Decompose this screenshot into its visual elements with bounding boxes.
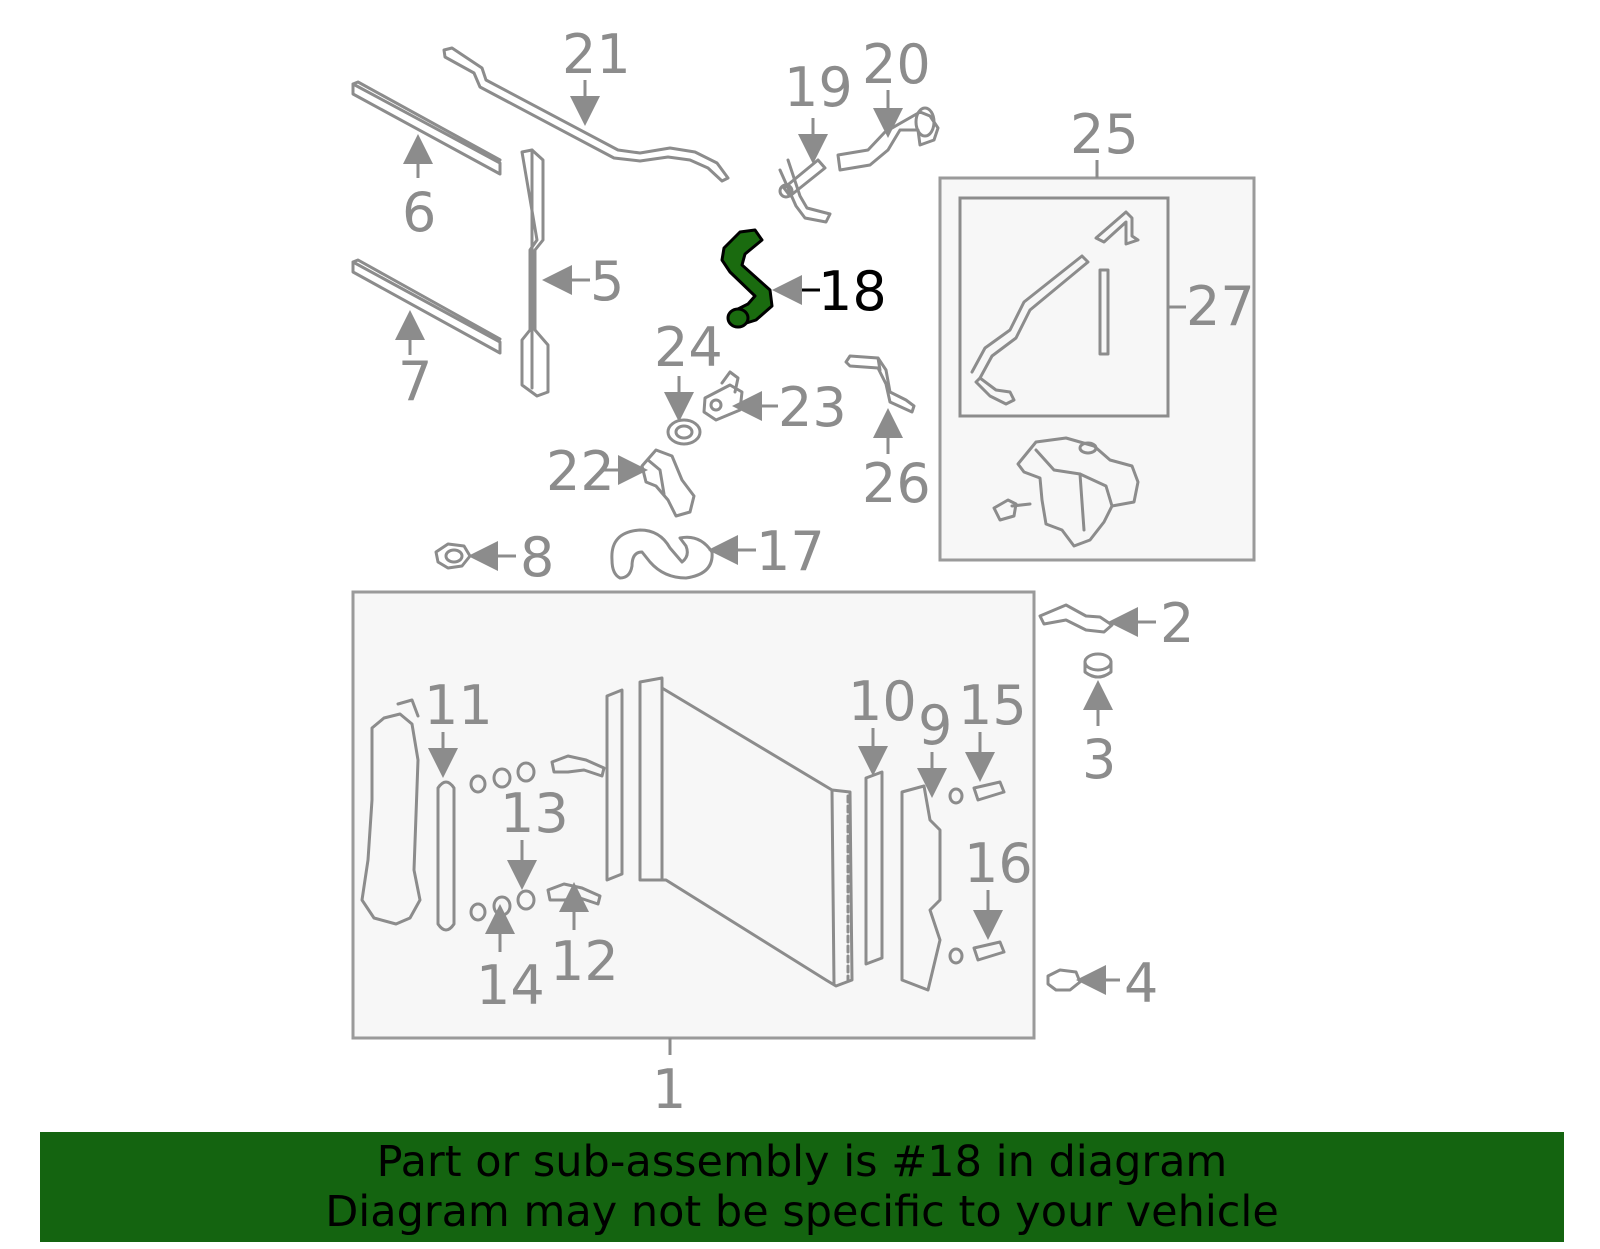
- callout-labels: 21 19 20 25 6 5 18 27 7 24 23 22 26 8 17…: [398, 23, 1255, 1121]
- part-22-housing[interactable]: [640, 448, 696, 518]
- part-23-thermostat[interactable]: [702, 370, 744, 422]
- callout-23: 23: [778, 376, 847, 439]
- callout-18: 18: [818, 260, 887, 323]
- part-7-seal[interactable]: [351, 258, 502, 355]
- part-17-hose[interactable]: [610, 528, 714, 580]
- part-19-fitting[interactable]: [778, 158, 832, 224]
- callout-25: 25: [1070, 103, 1139, 166]
- callout-2: 2: [1160, 592, 1194, 655]
- callout-4: 4: [1124, 952, 1158, 1015]
- callout-17: 17: [756, 520, 825, 583]
- part-16-fitting[interactable]: [948, 940, 1006, 965]
- radiator-assembly-box: [351, 590, 1036, 1040]
- part-5-side-seal[interactable]: [520, 148, 550, 398]
- part-15-fitting[interactable]: [948, 780, 1006, 805]
- callout-3: 3: [1082, 728, 1116, 791]
- part-18-hose-highlight[interactable]: [720, 228, 774, 329]
- part-26-bracket[interactable]: [844, 354, 916, 414]
- callout-5: 5: [590, 250, 624, 313]
- leader-arrows: [395, 80, 1156, 995]
- radiator-seal-left[interactable]: [605, 688, 624, 882]
- part-4-cap[interactable]: [1046, 968, 1082, 992]
- reservoir-tank[interactable]: [992, 436, 1140, 548]
- part-11-tank[interactable]: [360, 698, 456, 932]
- callout-12: 12: [550, 930, 619, 993]
- reservoir-hose[interactable]: [970, 210, 1140, 406]
- part-2-bracket[interactable]: [1038, 603, 1114, 634]
- part-3-cushion[interactable]: [1083, 652, 1113, 679]
- callout-1: 1: [652, 1058, 686, 1121]
- callout-19: 19: [784, 56, 853, 119]
- callout-16: 16: [964, 832, 1033, 895]
- part-9-tank[interactable]: [900, 784, 942, 992]
- callout-14: 14: [476, 954, 545, 1017]
- callout-20: 20: [862, 33, 931, 96]
- callout-22: 22: [546, 440, 615, 503]
- callout-13: 13: [500, 782, 569, 845]
- part-8-cap[interactable]: [434, 542, 472, 570]
- info-banner: Part or sub-assembly is #18 in diagram D…: [40, 1132, 1564, 1242]
- callout-11: 11: [424, 674, 493, 737]
- callout-24: 24: [654, 316, 723, 379]
- callout-9: 9: [918, 694, 952, 757]
- callout-21: 21: [562, 23, 631, 86]
- part-6-seal[interactable]: [351, 80, 502, 176]
- callout-8: 8: [520, 526, 554, 589]
- part-21-brace[interactable]: [442, 46, 730, 183]
- radiator-core[interactable]: [638, 676, 854, 988]
- callout-15: 15: [958, 674, 1027, 737]
- callout-10: 10: [848, 670, 917, 733]
- reservoir-hose-box: [958, 196, 1170, 418]
- callout-26: 26: [862, 452, 931, 515]
- banner-line-2: Diagram may not be specific to your vehi…: [325, 1187, 1279, 1237]
- callout-6: 6: [402, 181, 436, 244]
- part-24-gasket[interactable]: [666, 418, 702, 446]
- callout-27: 27: [1186, 275, 1255, 338]
- banner-line-1: Part or sub-assembly is #18 in diagram: [376, 1137, 1228, 1187]
- callout-7: 7: [398, 350, 432, 413]
